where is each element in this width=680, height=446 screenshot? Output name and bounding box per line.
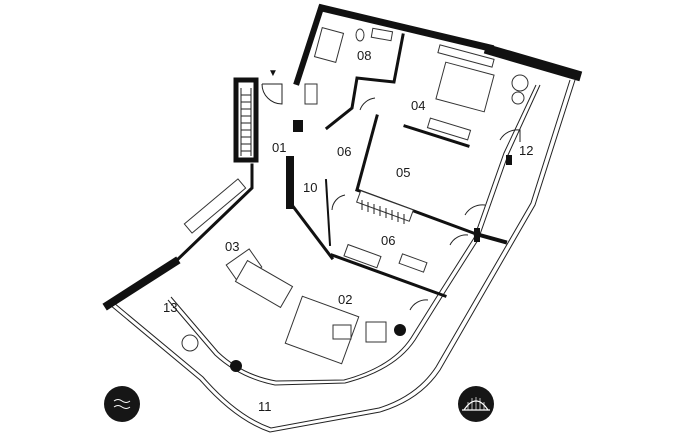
- room-label-06-hall: 06: [337, 144, 351, 159]
- entrance-marker-icon: ▼: [268, 68, 278, 79]
- room-label-12: 12: [519, 143, 533, 158]
- room-label-13: 13: [163, 300, 177, 315]
- doors: [261, 83, 521, 311]
- water-view-icon: [104, 386, 140, 422]
- room-labels: 01 02 03 04 05 06 06 08 10 11 12 13 ▼: [163, 48, 533, 414]
- bridge-view-icon: [458, 386, 494, 422]
- room-label-11: 11: [258, 399, 272, 414]
- furniture: [181, 27, 529, 372]
- room-label-02: 02: [338, 292, 352, 307]
- room-label-05: 05: [396, 165, 410, 180]
- room-label-03: 03: [225, 239, 239, 254]
- room-label-04: 04: [411, 98, 425, 113]
- room-label-01: 01: [272, 140, 286, 155]
- walls: [102, 3, 583, 311]
- room-label-10: 10: [303, 180, 317, 195]
- room-label-06-dressing: 06: [381, 233, 395, 248]
- room-label-08: 08: [357, 48, 371, 63]
